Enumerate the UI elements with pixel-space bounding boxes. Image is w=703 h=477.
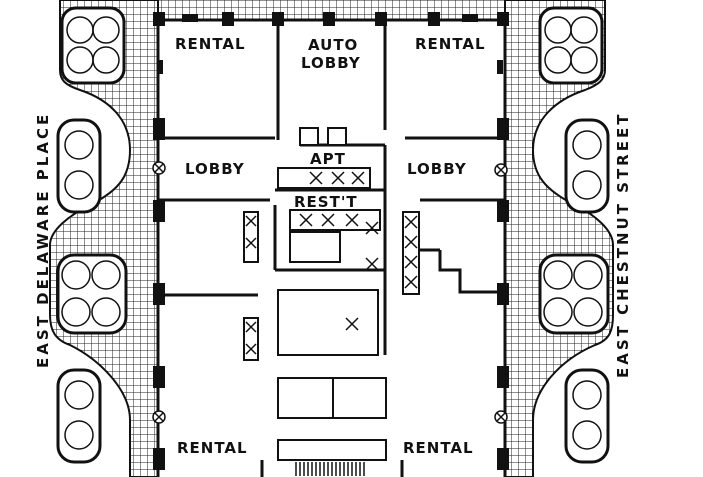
- planter-w1: [56, 118, 102, 214]
- light-fixtures: [152, 161, 508, 424]
- label-restaurant: REST'T: [294, 193, 358, 211]
- planters: [56, 6, 610, 464]
- planter-nw: [60, 6, 126, 85]
- label-rental-top-right: RENTAL: [415, 35, 486, 53]
- label-auto-lobby-line2: LOBBY: [301, 54, 361, 72]
- label-rental-bottom-right: RENTAL: [403, 439, 474, 457]
- label-street-west: EAST DELAWARE PLACE: [34, 112, 52, 368]
- columns: [153, 12, 509, 470]
- label-lobby-right: LOBBY: [407, 160, 467, 178]
- planter-e2: [538, 253, 610, 335]
- planter-e1: [564, 118, 610, 214]
- label-street-east: EAST CHESTNUT STREET: [614, 112, 632, 378]
- label-rental-top-left: RENTAL: [175, 35, 246, 53]
- label-lobby-left: LOBBY: [185, 160, 245, 178]
- label-auto-lobby-line1: AUTO: [308, 36, 358, 54]
- entrance-stair: [295, 462, 365, 476]
- planter-w2: [56, 253, 128, 335]
- planter-w3: [56, 368, 102, 464]
- elevator-crosses: [245, 171, 418, 355]
- label-rental-bottom-left: RENTAL: [177, 439, 248, 457]
- planter-shrubs: [61, 16, 603, 450]
- planter-e3: [564, 368, 610, 464]
- planter-ne: [538, 6, 604, 85]
- label-apt: APT: [310, 150, 346, 168]
